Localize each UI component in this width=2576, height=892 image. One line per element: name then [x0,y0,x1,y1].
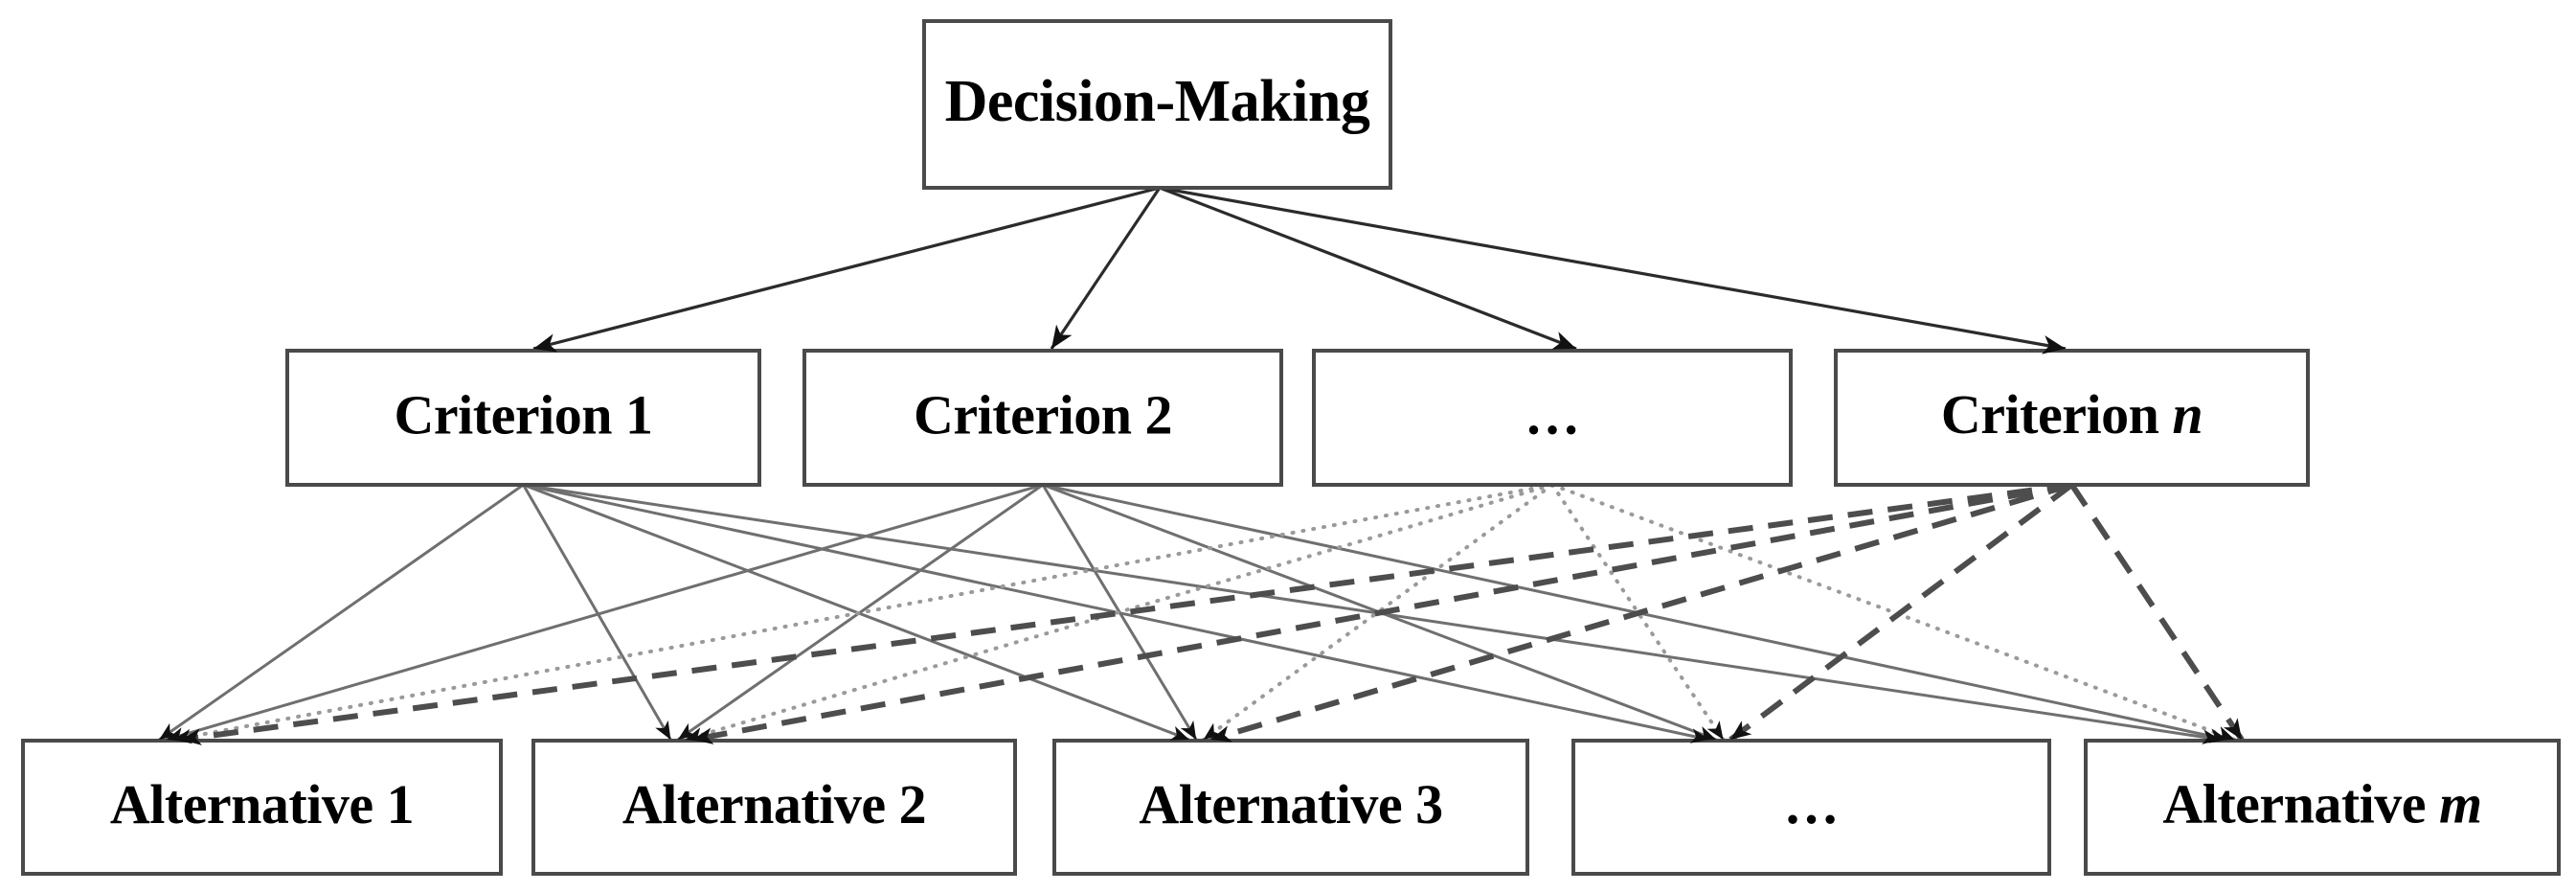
goal-node-rect[interactable] [922,19,1392,190]
criterion-node-c1[interactable]: Criterion 1 [285,349,761,487]
arrowhead-icon [2041,335,2066,355]
arrowhead-icon [2215,726,2235,741]
goal-node-goal[interactable]: Decision-Making [922,19,1392,190]
arrowhead-icon [533,333,558,353]
edge-line [523,483,2222,742]
alternative-node-a1[interactable]: Alternative 1 [21,739,503,876]
arrowheads-layer [159,324,2243,745]
alternative-node-label: Alternative m [2162,773,2481,835]
alternative-node-rect[interactable] [2084,739,2561,876]
edge-line [1729,482,2074,743]
edge-line [2069,483,2245,742]
edge-line [683,483,1554,742]
alternative-node-label: … [1784,773,1840,835]
edge-line [1201,483,1554,742]
edge-line [1159,186,1577,351]
arrowhead-icon [1551,332,1576,350]
edge-line [691,482,2073,743]
edge-line [158,483,525,742]
edge-line [1550,483,2237,742]
criterion-node-cdots[interactable]: … [1312,349,1793,487]
edge-line [1159,186,2067,351]
arrowhead-icon [1051,324,1073,349]
alternative-node-am[interactable]: Alternative m [2084,739,2561,876]
criterion-node-rect[interactable] [802,349,1283,487]
goal-node-label: Decision-Making [945,69,1370,134]
edge-line [532,186,1161,351]
alternative-node-label: Alternative 2 [622,773,926,835]
criterion-node-rect[interactable] [1834,349,2310,487]
arrowhead-icon [1696,726,1717,741]
edge-line [522,484,672,741]
edge-line [677,483,1044,742]
edges-layer [158,186,2245,743]
edge-line [1550,483,1726,742]
arrowhead-icon [655,720,671,740]
alternative-node-label-variable: m [2439,773,2482,835]
arrowhead-icon [2223,718,2243,740]
edge-line [171,483,1554,742]
alternative-node-label: Alternative 3 [1139,773,1442,835]
criterion-node-label: Criterion 2 [914,383,1172,446]
arrowhead-icon [1706,720,1724,740]
alternative-node-a3[interactable]: Alternative 3 [1052,739,1529,876]
criterion-node-label: … [1525,383,1580,446]
arrowhead-icon [1210,725,1232,743]
arrowhead-icon [180,728,202,745]
alternative-node-rect[interactable] [1571,739,2051,876]
criterion-node-label-variable: n [2172,383,2203,446]
edge-line [180,482,2072,743]
alternative-node-rect[interactable] [1052,739,1529,876]
alternative-node-adots[interactable]: … [1571,739,2051,876]
criterion-node-rect[interactable] [285,349,761,487]
criterion-node-rect[interactable] [1312,349,1793,487]
arrowhead-icon [691,727,714,744]
criterion-node-cn[interactable]: Criterion n [1834,349,2310,487]
alternative-node-rect[interactable] [531,739,1017,876]
edge-line [166,483,1044,742]
edge-line [1209,482,2073,743]
criterion-node-label: Criterion 1 [395,383,653,446]
arrowhead-icon [1169,726,1189,741]
criterion-node-c2[interactable]: Criterion 2 [802,349,1283,487]
alternative-node-a2[interactable]: Alternative 2 [531,739,1017,876]
arrowhead-icon [1730,720,1752,740]
criterion-node-label: Criterion n [1941,383,2203,446]
arrowhead-icon [1180,720,1197,740]
alternative-node-rect[interactable] [21,739,503,876]
alternative-node-label: Alternative 1 [110,773,414,835]
edge-line [1050,187,1162,350]
